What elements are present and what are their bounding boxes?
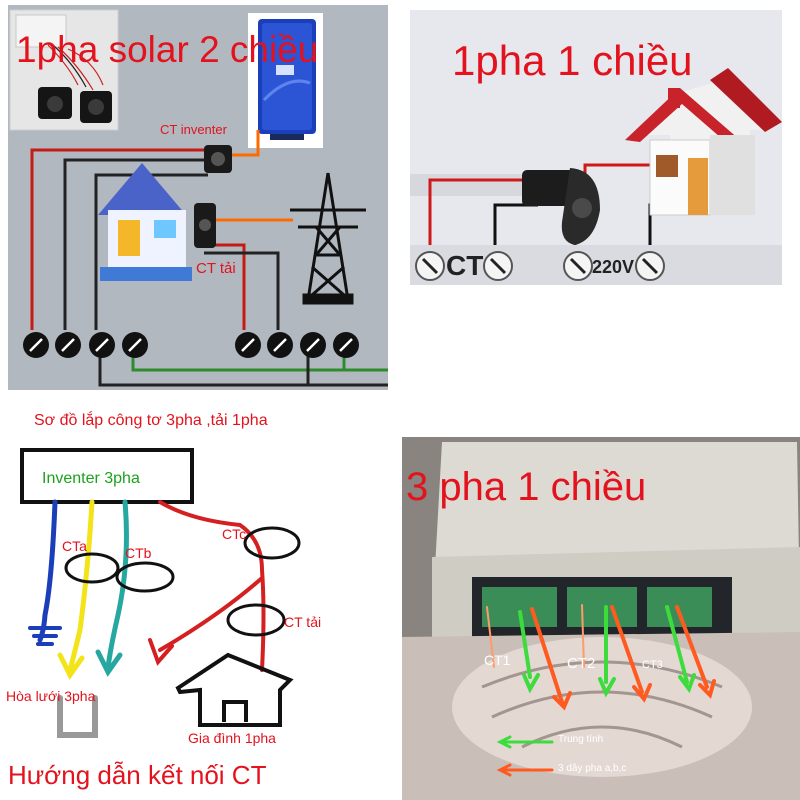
enclosure-box	[432, 442, 800, 642]
panel2-terminal-row	[410, 245, 782, 285]
power-pylon-icon	[290, 172, 366, 305]
ct-terminal-label: CT	[446, 250, 484, 281]
house-icon	[625, 68, 782, 216]
panel4-photo	[402, 442, 800, 800]
panel4-title: 3 pha 1 chiều	[406, 465, 647, 509]
panel2-title: 1pha 1 chiều	[452, 37, 693, 84]
panel-single-phase-unidirectional: 1pha 1 chiều CT 220V	[410, 10, 782, 285]
decorative-floor	[402, 632, 800, 800]
panel1-terminal-block	[23, 332, 359, 358]
panel-three-phase-unidirectional: 3 pha 1 chiều CT1 CT2 CT3 Trung tính 3 d…	[402, 437, 800, 800]
house-icon	[98, 163, 192, 281]
ct-inverter-clamp-icon	[204, 145, 232, 173]
ct-sensor-photo	[9, 9, 119, 131]
ct-load-label: CT tải	[196, 260, 236, 277]
ct-inverter-label: CT inventer	[160, 122, 227, 137]
ct-load-label: CT tải	[284, 614, 322, 630]
neutral-wire-label: Trung tính	[558, 734, 604, 745]
ct-clamp-icon	[522, 168, 600, 245]
ct1-label: CT1	[484, 652, 511, 668]
panel1-wires	[30, 130, 388, 387]
ct-wiring-arrows	[486, 604, 716, 777]
panel1-title: 1pha solar 2 chiều	[16, 29, 319, 70]
ct2-label: CT2	[567, 655, 596, 672]
voltage-terminal-label: 220V	[592, 257, 635, 277]
ctc-label: CTc	[222, 526, 247, 542]
cta-label: CTa	[62, 538, 87, 554]
panel3-wires	[28, 499, 266, 738]
inverter-label: Inventer 3pha	[42, 470, 140, 487]
panel2-diagram	[410, 68, 782, 285]
panel3-heading: Sơ đồ lắp công tơ 3pha ,tải 1pha	[34, 412, 268, 429]
inverter-box	[20, 448, 194, 504]
home-sketch-icon	[175, 652, 294, 727]
phase-wires-label: 3 dây pha a,b,c	[558, 763, 627, 774]
grid-label: Hòa lưới 3pha	[6, 688, 96, 704]
panel-single-phase-solar-bidirectional: 1pha solar 2 chiều CT inventer CT tải	[8, 5, 388, 390]
panel-three-phase-inverter-single-phase-load: Sơ đồ lắp công tơ 3pha ,tải 1pha Invente…	[0, 400, 400, 800]
panel1-diagram	[9, 9, 388, 387]
panel3-footer: Hướng dẫn kết nối CT	[8, 760, 267, 790]
ctb-label: CTb	[125, 545, 152, 561]
inverter-device-icon	[248, 13, 323, 148]
ct-load-clamp-icon	[194, 203, 216, 248]
ct3-label: CT3	[642, 659, 663, 671]
ct-sensor-circles	[64, 526, 301, 637]
home-label: Gia đình 1pha	[188, 730, 276, 746]
panel3-sketch	[20, 448, 301, 738]
